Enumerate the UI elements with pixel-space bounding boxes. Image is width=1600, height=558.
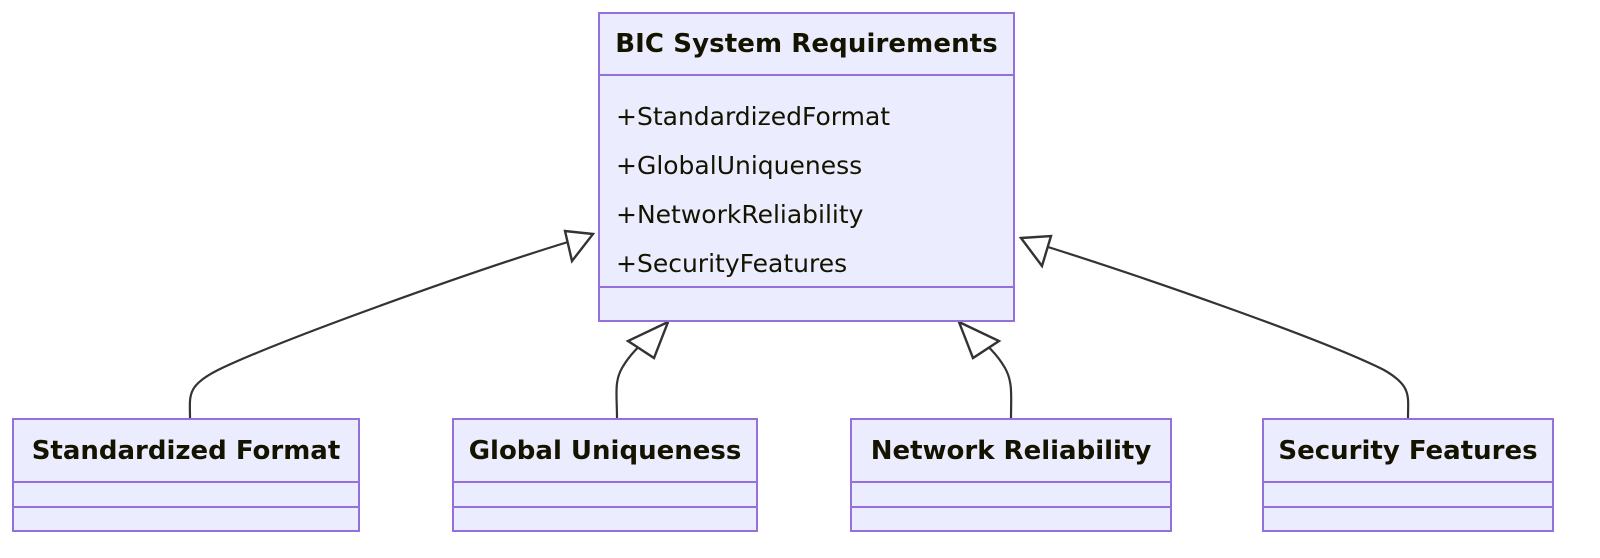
class-title: Standardized Format [31, 435, 341, 466]
uml-class-bic-system-requirements[interactable]: BIC System Requirements +StandardizedFor… [598, 12, 1015, 322]
uml-class-global-uniqueness[interactable]: Global Uniqueness [452, 418, 758, 532]
generalization-edge-standardized-format [188, 229, 596, 419]
class-attribute: +StandardizedFormat [616, 102, 891, 131]
hollow-triangle-arrowhead-icon [563, 229, 596, 264]
class-title: Global Uniqueness [468, 435, 742, 466]
class-methods-compartment [852, 506, 1170, 530]
edge-line [974, 334, 1013, 419]
uml-class-security-features[interactable]: Security Features [1262, 418, 1554, 532]
class-attribute: +SecurityFeatures [616, 249, 848, 278]
class-methods-compartment [1264, 506, 1552, 530]
class-methods-compartment [600, 286, 1013, 316]
class-attributes-compartment [454, 481, 756, 506]
edge-line [1047, 245, 1410, 419]
class-title: Security Features [1278, 435, 1538, 466]
generalization-edge-global-uniqueness [615, 319, 671, 419]
class-attribute: +NetworkReliability [616, 200, 864, 229]
class-methods-compartment [454, 506, 756, 530]
class-attributes-compartment [14, 481, 358, 506]
class-title: BIC System Requirements [615, 29, 998, 59]
edge-line [615, 334, 653, 419]
class-title: Network Reliability [870, 435, 1152, 466]
hollow-triangle-arrowhead-icon [1018, 234, 1053, 269]
uml-class-network-reliability[interactable]: Network Reliability [850, 418, 1172, 532]
uml-class-standardized-format[interactable]: Standardized Format [12, 418, 360, 532]
class-methods-compartment [14, 506, 358, 530]
hollow-triangle-arrowhead-icon [956, 319, 1002, 360]
class-attribute: +GlobalUniqueness [616, 151, 863, 180]
edge-line [188, 240, 569, 419]
class-attributes-compartment: +StandardizedFormat +GlobalUniqueness +N… [600, 74, 1013, 286]
hollow-triangle-arrowhead-icon [625, 319, 671, 360]
generalization-edge-security-features [1018, 234, 1410, 419]
generalization-edge-network-reliability [956, 319, 1013, 419]
class-attributes-compartment [852, 481, 1170, 506]
class-attributes-compartment [1264, 481, 1552, 506]
